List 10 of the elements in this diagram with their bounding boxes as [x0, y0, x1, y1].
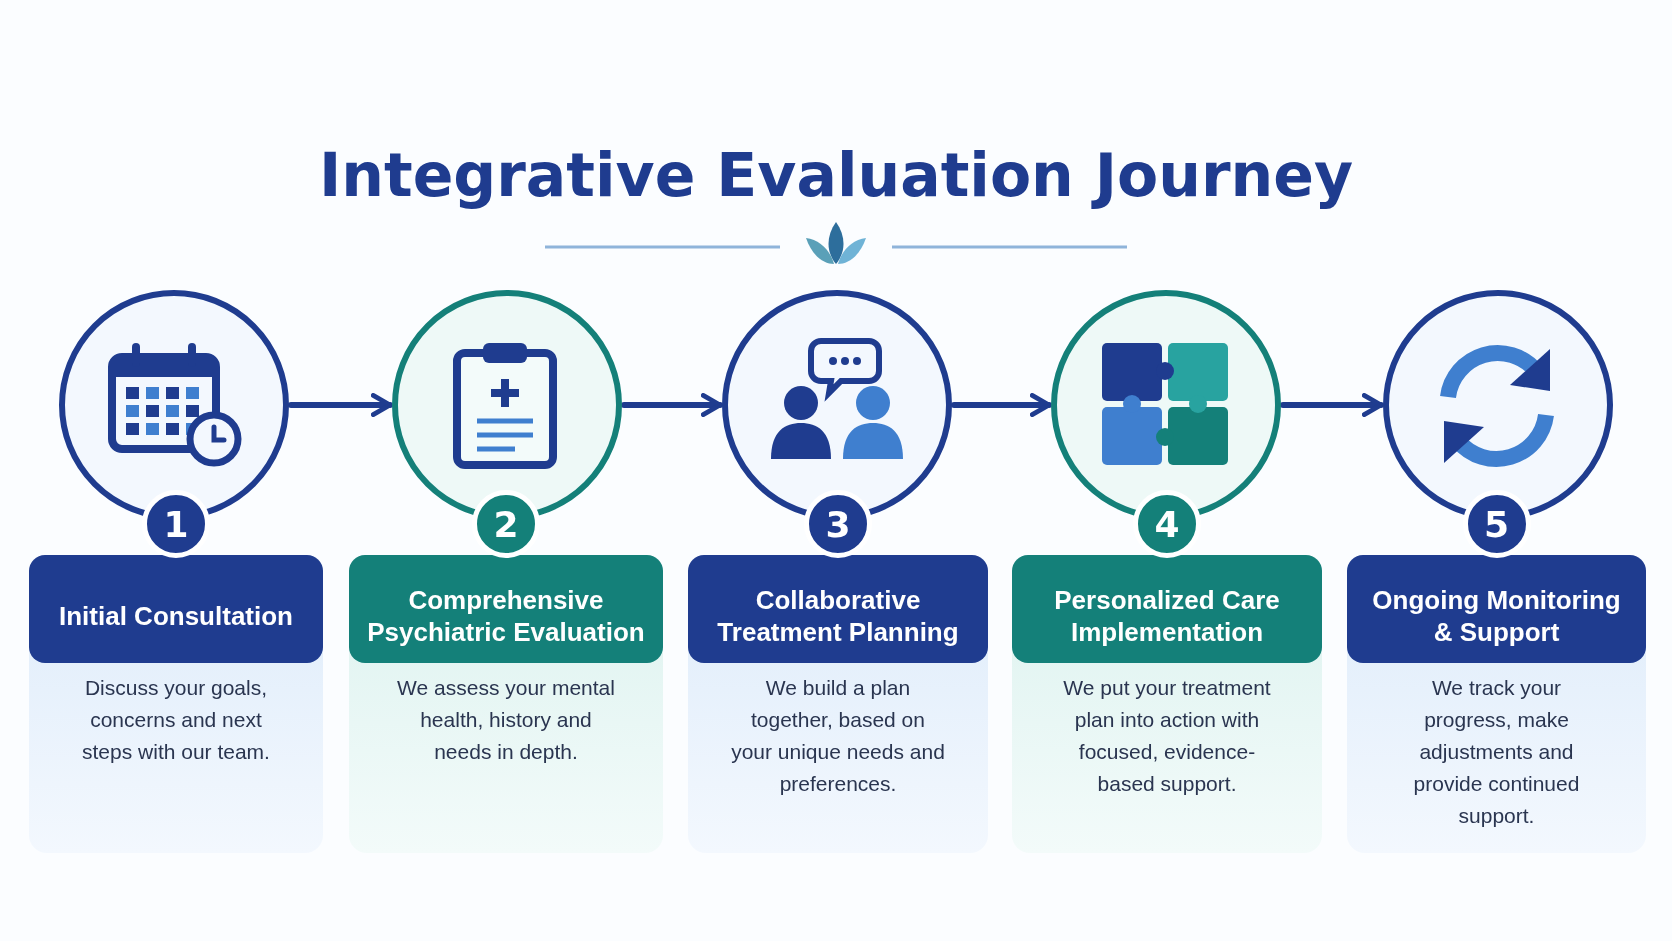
step-title: Ongoing Monitoring & Support [1347, 555, 1646, 663]
arrow [1280, 393, 1384, 417]
step-title: Initial Consultation [29, 555, 323, 663]
arrow [951, 393, 1052, 417]
arrow [288, 393, 393, 417]
step-title: Comprehensive Psychiatric Evaluation [349, 555, 663, 663]
step-title: Personalized Care Implementation [1012, 555, 1322, 663]
title: Integrative Evaluation Journey [317, 140, 1355, 210]
arrow [621, 393, 723, 417]
step-title: Collaborative Treatment Planning [688, 555, 988, 663]
